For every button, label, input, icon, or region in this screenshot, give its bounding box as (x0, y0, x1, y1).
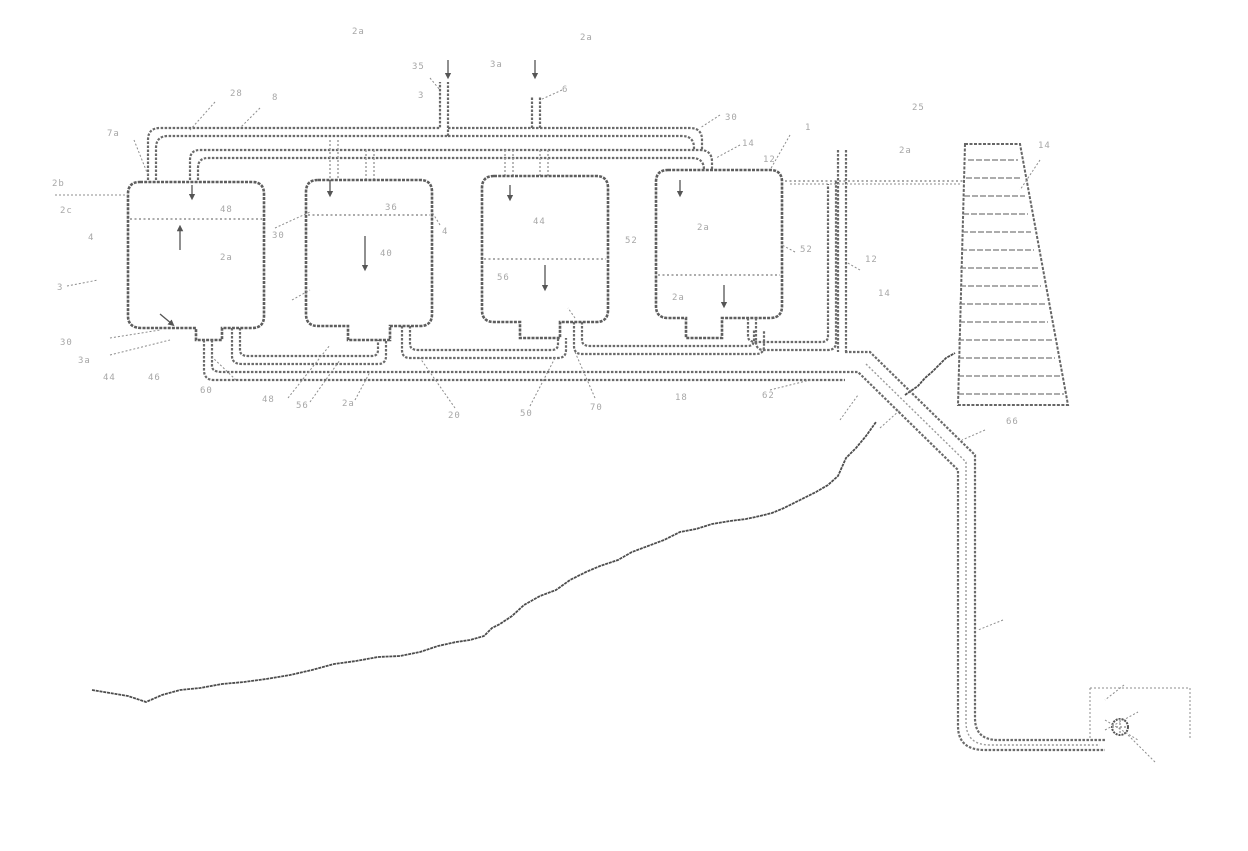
penstock (835, 352, 1105, 750)
ref-label: 30 (725, 113, 738, 123)
ref-label: 8 (272, 93, 278, 103)
ref-label: 2a (342, 399, 355, 409)
ref-label: 18 (675, 393, 688, 403)
ref-label: 36 (385, 203, 398, 213)
ref-label: 2b (52, 179, 65, 189)
tank-2 (306, 180, 432, 340)
ref-label: 2a (352, 27, 365, 37)
ref-label: 14 (878, 289, 891, 299)
ref-label: 3 (57, 283, 63, 293)
ref-label: 2a (899, 146, 912, 156)
ref-label: 12 (763, 155, 776, 165)
ref-label: 56 (296, 401, 309, 411)
ref-label: 30 (60, 338, 73, 348)
dam (905, 144, 1068, 405)
ground-line (92, 422, 876, 702)
ref-label: 35 (412, 62, 425, 72)
ref-label: 28 (230, 89, 243, 99)
tank-3 (482, 176, 608, 338)
ref-label: 44 (533, 217, 546, 227)
ref-label: 66 (1006, 417, 1019, 427)
ref-label: 2a (580, 33, 593, 43)
ref-label: 2a (220, 253, 233, 263)
ref-label: 56 (497, 273, 510, 283)
ref-label: 70 (590, 403, 603, 413)
ref-label: 2a (672, 293, 685, 303)
ref-label: 50 (520, 409, 533, 419)
ref-label: 14 (742, 139, 755, 149)
ref-label: 4 (442, 227, 448, 237)
ref-label: 25 (912, 103, 925, 113)
ref-label: 30 (272, 231, 285, 241)
tank-1 (128, 182, 264, 340)
ref-label: 3a (78, 356, 91, 366)
tank-4 (656, 170, 782, 338)
ref-label: 2c (60, 206, 73, 216)
ref-label: 52 (800, 245, 813, 255)
ref-label: 4 (88, 233, 94, 243)
ref-label: 3 (418, 91, 424, 101)
turbine (1090, 688, 1190, 740)
ref-label: 60 (200, 386, 213, 396)
ref-label: 48 (262, 395, 275, 405)
ref-label: 7a (107, 129, 120, 139)
ref-label: 20 (448, 411, 461, 421)
ref-label: 14 (1038, 141, 1051, 151)
ref-label: 48 (220, 205, 233, 215)
ref-label: 62 (762, 391, 775, 401)
ref-label: 52 (625, 236, 638, 246)
ref-label: 44 (103, 373, 116, 383)
ref-label: 46 (148, 373, 161, 383)
ref-label: 40 (380, 249, 393, 259)
ref-label: 3a (490, 60, 503, 70)
ref-label: 6 (562, 85, 568, 95)
ref-label: 1 (805, 123, 811, 133)
ref-label: 12 (865, 255, 878, 265)
ref-label: 2a (697, 223, 710, 233)
